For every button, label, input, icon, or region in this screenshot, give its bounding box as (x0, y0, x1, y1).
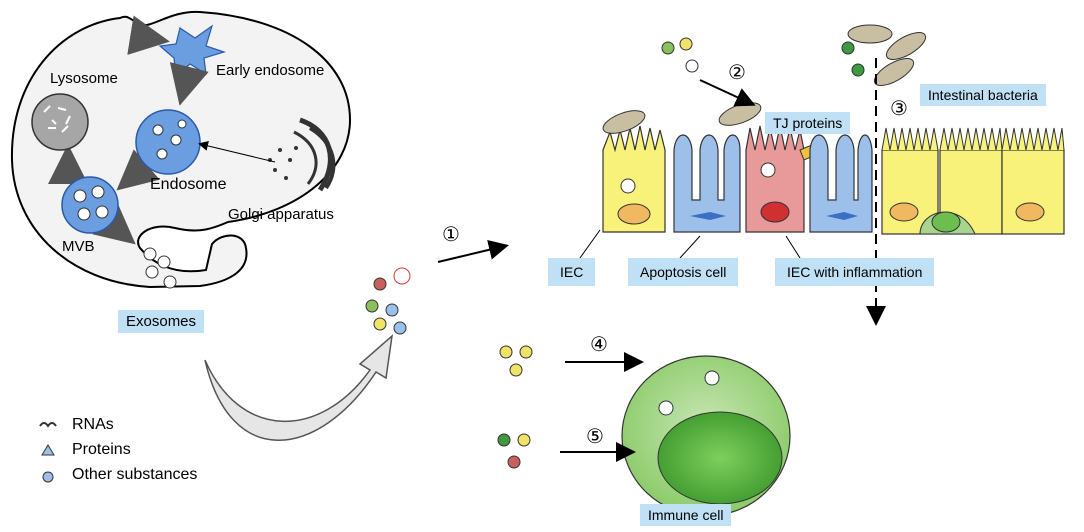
step-2-number: ② (728, 62, 746, 84)
label-mvb: MVB (62, 238, 95, 255)
rna-icon (39, 422, 57, 428)
legend-rnas: RNAs (72, 416, 114, 433)
protein-icon (41, 444, 55, 456)
arrow-to-exocytosis (92, 203, 136, 245)
step-3-number: ③ (890, 98, 908, 120)
label-exosomes: Exosomes (118, 310, 205, 333)
apoptosis-leader (679, 235, 701, 259)
step-1-number: ① (442, 224, 460, 246)
label-intestinal-bacteria: Intestinal bacteria (920, 84, 1046, 106)
arrow-to-mvb (116, 149, 160, 191)
legend-proteins: Proteins (72, 441, 131, 458)
label-tj-proteins: TJ proteins (765, 112, 851, 134)
golgi-to-endosome-arrow (198, 141, 276, 163)
apoptosis-cell (673, 134, 741, 233)
exosome-cluster-step2 (661, 37, 699, 73)
mvb-shape (61, 176, 119, 234)
other-substance-icon (42, 471, 54, 483)
inflammation-leader (785, 235, 801, 259)
label-early-endosome: Early endosome (216, 62, 325, 79)
label-iec-inflammation: IEC with inflammation (775, 258, 935, 286)
step-2-arrow (699, 79, 756, 107)
iec-cell (602, 125, 666, 233)
immune-cell (621, 355, 791, 517)
exosome-cluster-step3 (841, 41, 865, 77)
lysosome-shape (31, 93, 89, 151)
step-4-number: ④ (590, 334, 608, 356)
iec-cells-right (881, 127, 1065, 235)
label-immune-cell: Immune cell (640, 504, 732, 526)
intestinal-bacteria (602, 24, 927, 134)
exocytosis-exosomes (143, 247, 177, 289)
label-iec: IEC (548, 258, 596, 286)
arrow-to-endosome (169, 62, 209, 106)
apoptosis-cell-2 (809, 134, 873, 233)
exosome-cluster-step4 (499, 345, 533, 377)
golgi-shape (268, 117, 336, 192)
exosome-cluster-step5 (497, 433, 531, 469)
arrow-to-early-endosome (127, 15, 170, 56)
step-1-arrow (437, 239, 509, 263)
secretion-curved-arrow (204, 334, 394, 441)
released-exosomes (365, 267, 411, 335)
label-apoptosis-cell: Apoptosis cell (628, 258, 739, 286)
iec-inflammation-cell (745, 125, 805, 233)
iec-leader (579, 229, 601, 259)
legend-other-substances: Other substances (72, 466, 198, 483)
endosome-shape (135, 109, 201, 175)
label-golgi: Golgi apparatus (228, 206, 334, 223)
label-lysosome: Lysosome (50, 70, 118, 87)
step-5-number: ⑤ (586, 426, 604, 448)
label-endosome: Endosome (150, 176, 227, 193)
